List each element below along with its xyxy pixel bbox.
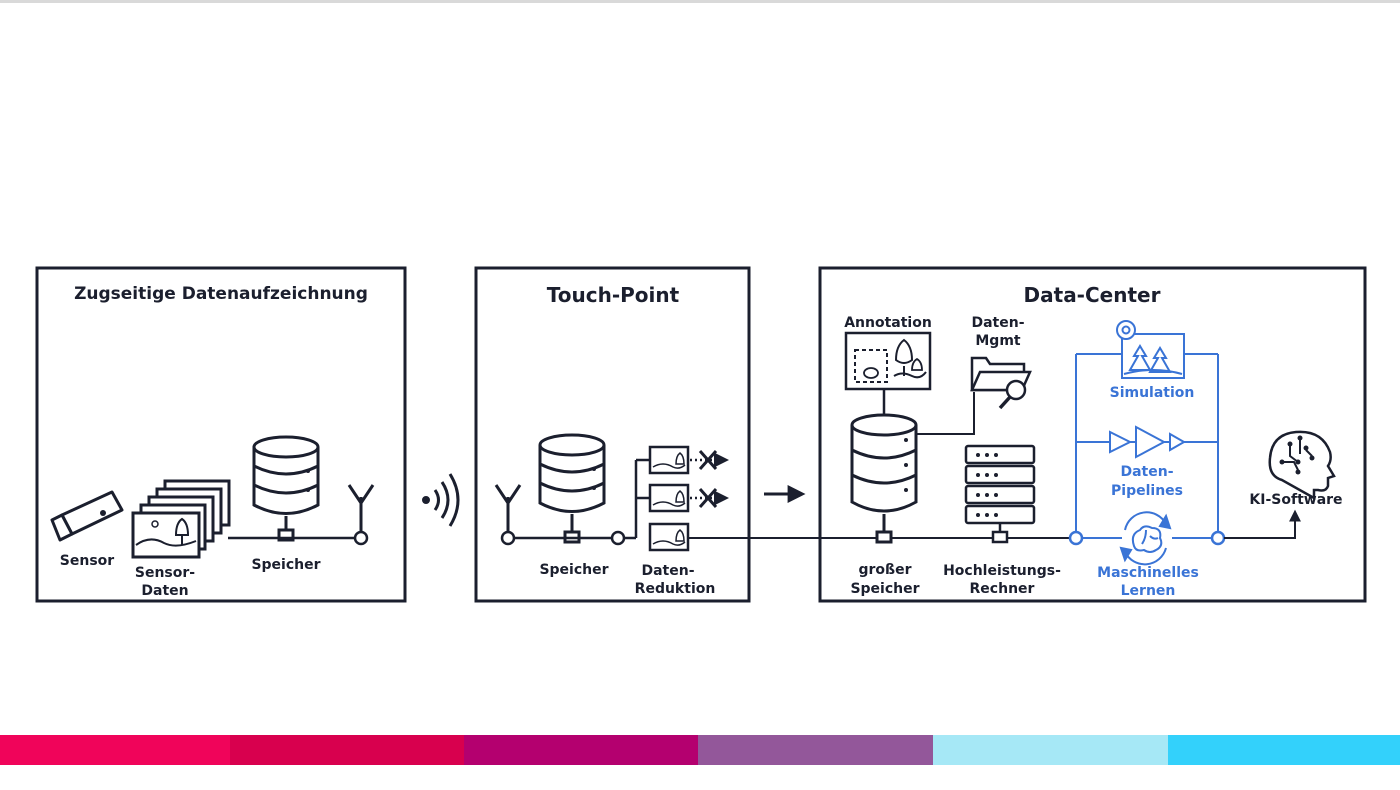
connector-node [1210,530,1226,546]
db-to-mgmt-line [916,392,975,435]
simulation-icon [1116,320,1185,379]
hpc-label-1: Hochleistungs- [943,563,1061,579]
connector-node [610,530,626,546]
ml-label-2: Lernen [1121,583,1176,599]
ai-software-label: KI-Software [1249,492,1342,508]
big-storage-label-1: großer [858,562,911,578]
panel-datacenter-title: Data-Center [1024,283,1161,307]
big-storage-label-2: Speicher [850,581,919,597]
data-mgmt-label-2: Mgmt [975,333,1021,349]
hpc-label-2: Rechner [970,581,1035,597]
pipelines-label-2: Pipelines [1111,483,1183,499]
data-mgmt-label-1: Daten- [971,315,1024,331]
antenna-icon [494,484,522,532]
annotation-label: Annotation [844,315,932,331]
antenna-icon [347,484,375,532]
annotation-icon [844,331,932,391]
connector-node [1068,530,1084,546]
ai-head-icon [1268,430,1336,501]
panel-touchpoint-title: Touch-Point [547,283,680,307]
ml-block [1075,353,1219,539]
color-bar-2 [230,735,464,765]
storage-label-onboard: Speicher [251,557,320,573]
output-arrow [1224,509,1301,539]
color-bar-3 [464,735,698,765]
database-icon [850,413,918,544]
server-rack-icon [964,444,1036,544]
panel-data-center: Data-Center Annotation Daten- Mgmt [818,266,1367,603]
folder-search-icon [970,356,1032,410]
pipelines-label-1: Daten- [1120,464,1173,480]
panel-touch-point: Touch-Point Speicher [474,266,751,603]
database-icon [538,433,606,544]
wireless-signal-icon [422,473,460,527]
color-bar-1 [0,735,230,765]
connector-node [500,530,516,546]
data-reduction-icon [624,445,729,552]
sensor-data-label-1: Sensor- [135,565,195,581]
color-bar-6 [1168,735,1400,765]
connector-node [353,530,369,546]
color-bar-4 [698,735,933,765]
pipelines-icon [1109,425,1187,459]
panel-onboard-recording: Zugseitige Datenaufzeichnung Sensor Sens… [35,266,407,603]
data-reduction-label-1: Daten- [641,563,694,579]
color-bar-5 [933,735,1168,765]
sensor-data-icon [131,479,231,559]
database-icon [252,435,320,542]
data-reduction-label-2: Reduktion [635,581,716,597]
machine-learning-icon [1119,511,1172,566]
simulation-label: Simulation [1110,385,1195,401]
storage-label-touchpoint: Speicher [539,562,608,578]
panel-onboard-title: Zugseitige Datenaufzeichnung [74,284,368,304]
sensor-data-label-2: Daten [141,583,188,599]
sensor-label: Sensor [60,553,114,569]
top-border [0,0,1400,3]
camera-icon [50,490,124,542]
ml-label-1: Maschinelles [1097,565,1199,581]
